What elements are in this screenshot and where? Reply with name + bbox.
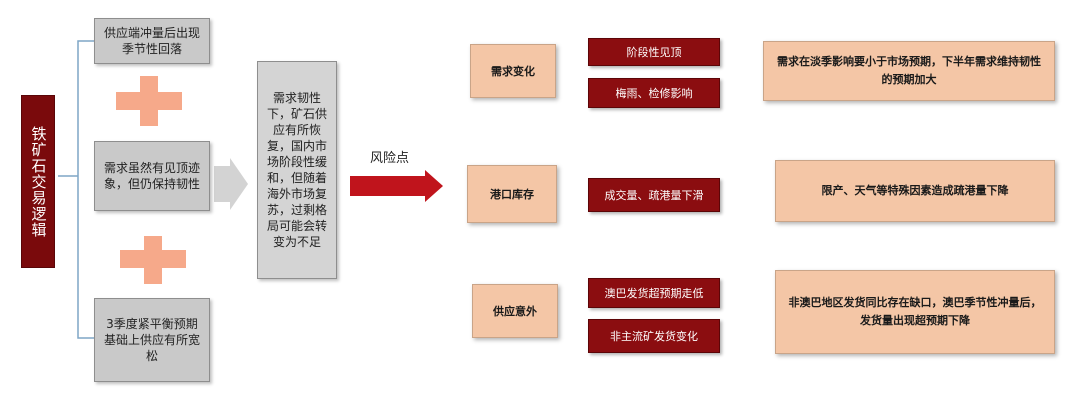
factor-volume-decline: 成交量、疏港量下滑 (588, 178, 720, 212)
left-box-q3: 3季度紧平衡预期基础上供应有所宽松 (94, 298, 210, 382)
risk-port-inventory: 港口库存 (467, 165, 557, 223)
left-bracket (58, 40, 94, 339)
risk-demand-change: 需求变化 (470, 44, 556, 98)
factor-rain-maintenance: 梅雨、检修影响 (588, 78, 720, 108)
plus-icon (116, 76, 182, 126)
left-box-demand: 需求虽然有见顶迹象，但仍保持韧性 (94, 141, 210, 211)
risk-supply-surprise: 供应意外 (472, 284, 558, 338)
desc-supply: 非澳巴地区发货同比存在缺口，澳巴季节性冲量后，发货量出现超预期下降 (775, 270, 1055, 354)
gray-arrow-icon (214, 158, 248, 210)
plus-icon (120, 236, 186, 284)
factor-shipment-low: 澳巴发货超预期走低 (588, 278, 720, 308)
left-box-supply: 供应端冲量后出现季节性回落 (94, 18, 210, 64)
desc-port: 限产、天气等特殊因素造成疏港量下降 (775, 160, 1055, 222)
page-title: 铁矿石交易逻辑 (21, 95, 55, 268)
desc-demand: 需求在淡季影响要小于市场预期，下半年需求维持韧性的预期加大 (763, 41, 1055, 101)
risk-label: 风险点 (370, 151, 410, 166)
factor-nonmainstream: 非主流矿发货变化 (588, 319, 720, 353)
factor-demand-peak: 阶段性见顶 (588, 38, 720, 66)
red-arrow-icon (350, 170, 443, 202)
summary-box: 需求韧性下，矿石供应有所恢复，国内市场阶段性缓和，但随着海外市场复苏，过剩格局可… (257, 61, 337, 279)
